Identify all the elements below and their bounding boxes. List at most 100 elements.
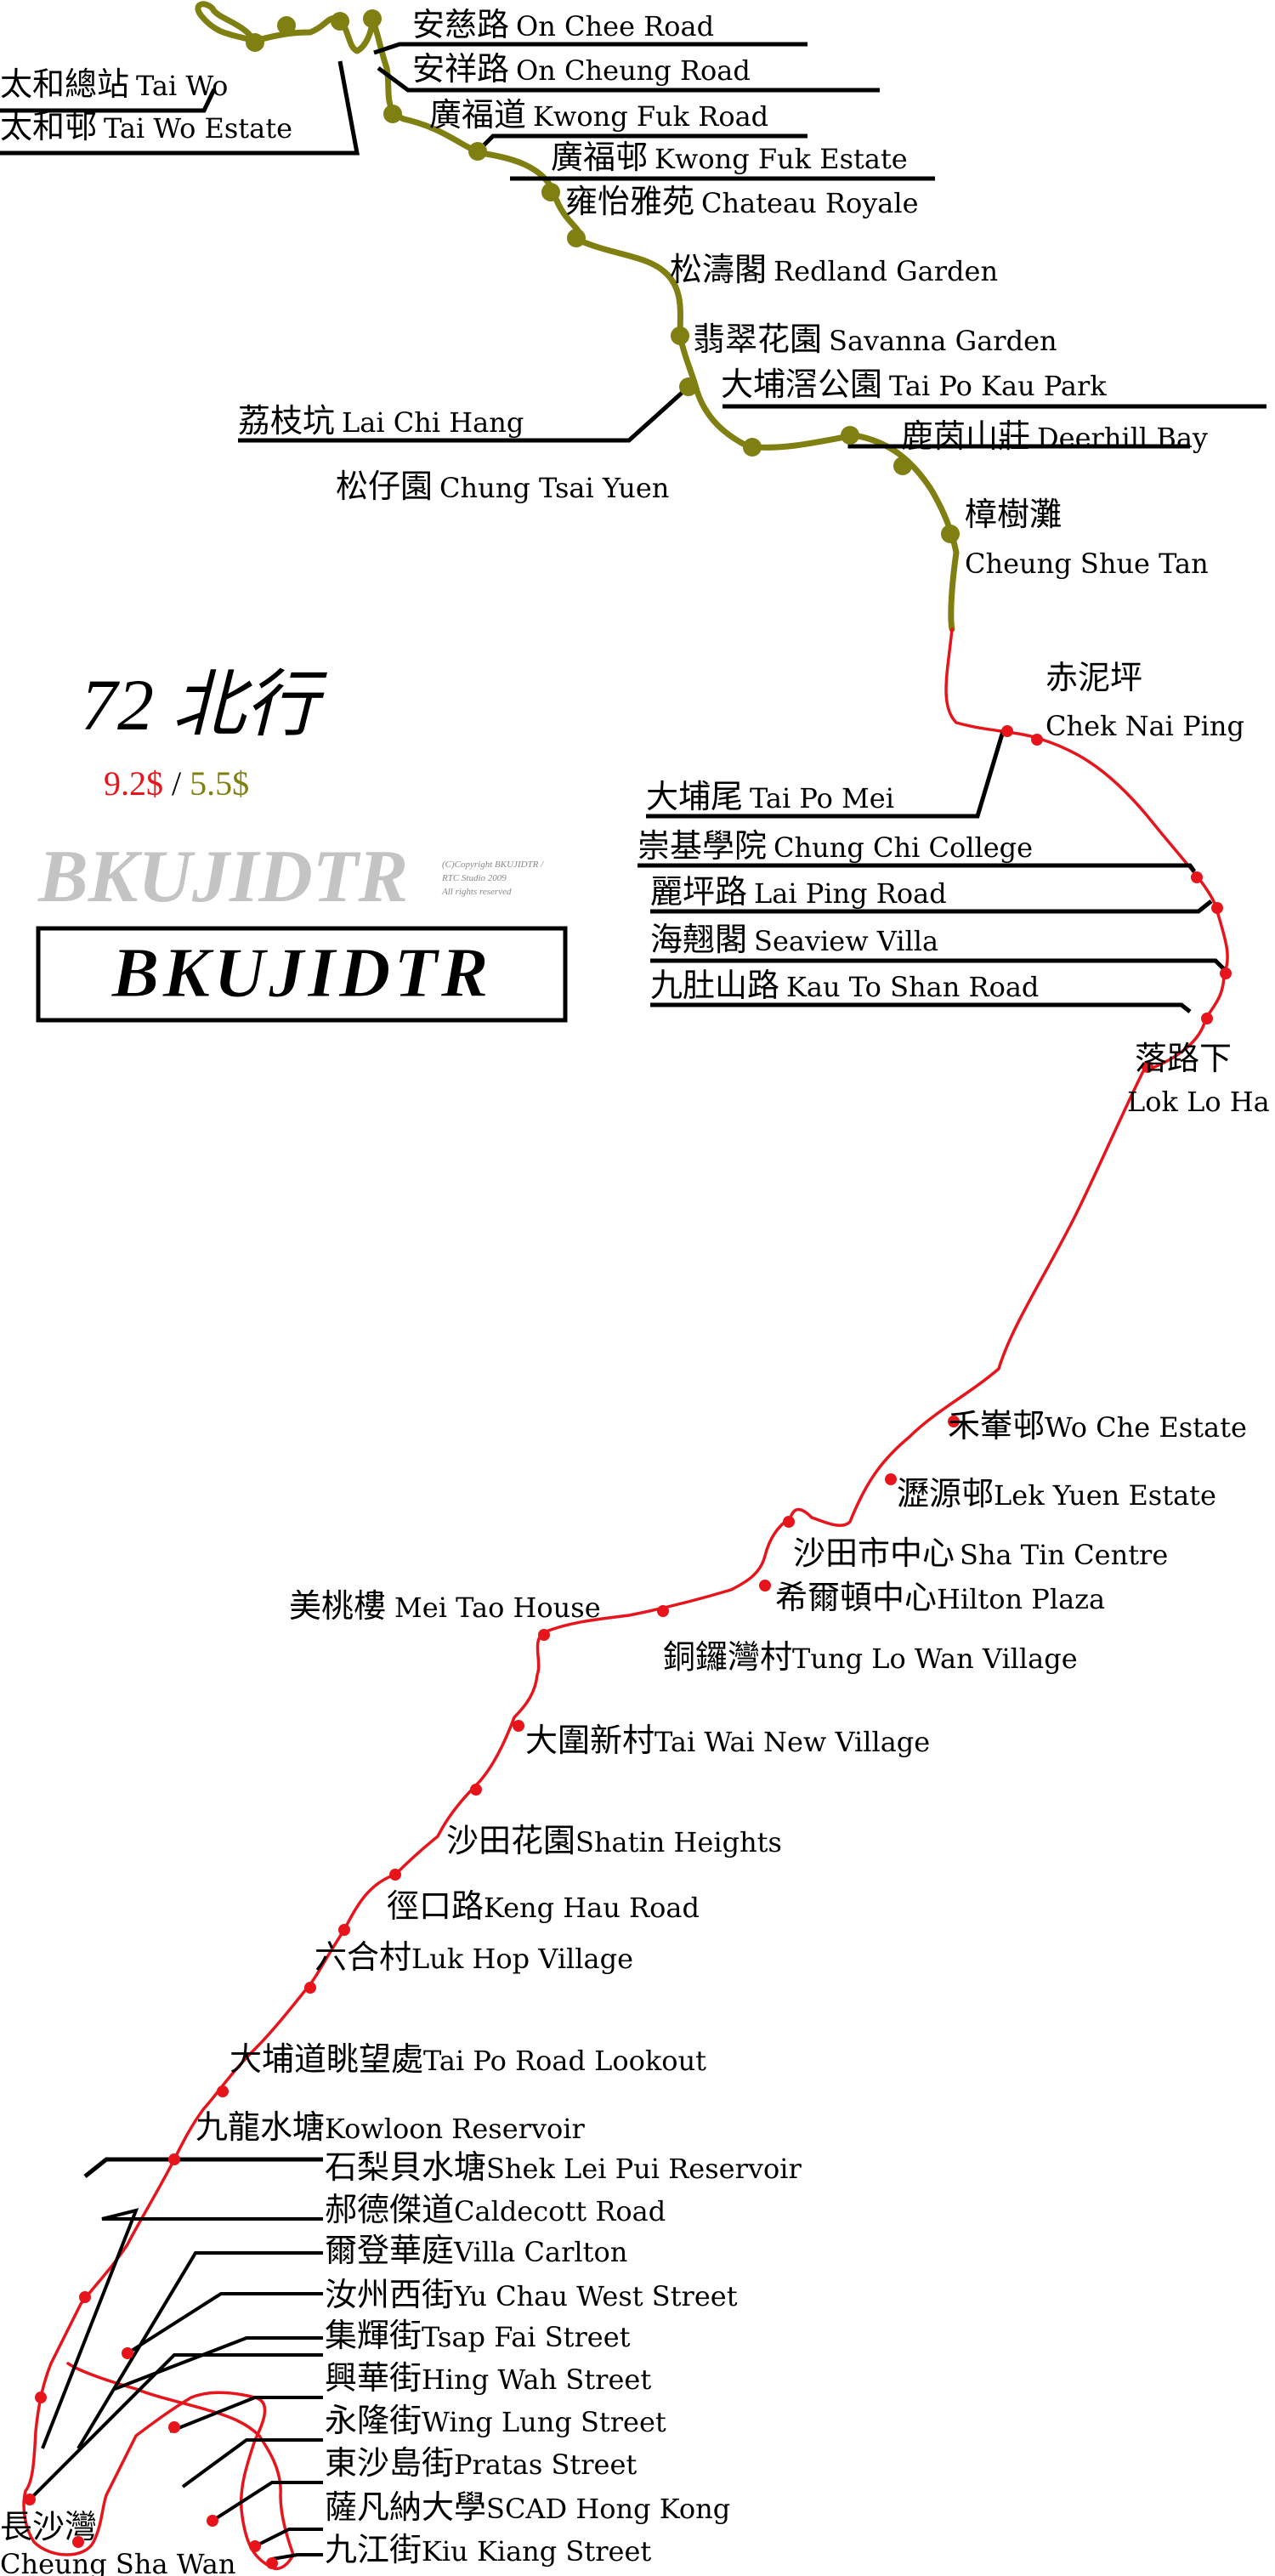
svg-text:BKUJIDTR: BKUJIDTR [110, 933, 491, 1013]
station-dot [885, 1473, 897, 1485]
station-dot [513, 1720, 524, 1732]
olive-route-line [195, 1, 960, 633]
fare-text: 9.2$ / 5.5$ [104, 764, 249, 803]
station-dot [1191, 871, 1203, 883]
station-dot [331, 12, 349, 31]
station-dot [122, 2347, 133, 2359]
leader-lai-chi-hang [238, 385, 690, 443]
station-dot [1220, 967, 1232, 979]
station-label: Chek Nai Ping [1046, 710, 1244, 742]
route-title: 72 北行 [81, 664, 327, 746]
logo: BKUJIDTR [36, 926, 568, 1023]
svg-text:(C)Copyright BKUJIDTR /: (C)Copyright BKUJIDTR / [442, 860, 544, 870]
station-label: 九龍水塘Kowloon Reservoir [196, 2108, 586, 2146]
station-label: 汝州西街Yu Chau West Street [325, 2276, 738, 2313]
station-dot [679, 377, 698, 396]
station-label: 銅鑼灣村Tung Lo Wan Village [663, 1638, 1078, 1676]
station-dot [266, 2557, 278, 2569]
station-dot [948, 1416, 960, 1427]
station-label: Cheung Shue Tan [965, 548, 1209, 580]
station-dot [841, 426, 859, 445]
leader-on-cheung [377, 65, 880, 93]
station-dot [671, 326, 689, 345]
station-dot [470, 1784, 482, 1796]
leader-tai-po-mei [646, 730, 1006, 819]
station-label: 赤泥坪 [1046, 659, 1142, 696]
station-dot [389, 1869, 401, 1881]
station-label: 石梨貝水塘Shek Lei Pui Reservoir [325, 2148, 802, 2186]
svg-text:All rights reserved: All rights reserved [441, 887, 512, 897]
station-dot [1001, 725, 1013, 737]
station-dot [304, 1982, 316, 1994]
station-label: 集輝街Tsap Fai Street [325, 2317, 631, 2354]
station-label: 爾登華庭Villa Carlton [325, 2232, 627, 2269]
station-label: 興華街Hing Wah Street [325, 2359, 651, 2397]
station-label: 落路下 [1135, 1040, 1232, 1077]
fare-olive: 5.5$ [190, 764, 249, 803]
station-label: Cheung Sha Wan [0, 2548, 235, 2576]
station-dot [249, 2540, 261, 2552]
station-label: 瀝源邨Lek Yuen Estate [897, 1475, 1216, 1512]
leader-chung-chi [638, 863, 1197, 873]
station-dot [893, 457, 912, 475]
station-dot [1142, 1061, 1153, 1073]
station-dot [1211, 902, 1223, 914]
station-dot [941, 525, 960, 543]
leader-lai-ping [650, 899, 1213, 914]
station-label: 永隆街Wing Lung Street [325, 2402, 666, 2439]
olive-station-dots [246, 9, 960, 543]
leader-seaview [650, 958, 1226, 971]
station-dot [383, 105, 402, 123]
station-dot [538, 1629, 550, 1641]
station-dot [207, 2515, 218, 2527]
station-dot [168, 2153, 180, 2165]
leader-on-chee [373, 42, 808, 55]
station-label: 徑口路Keng Hau Road [387, 1887, 700, 1925]
station-dot [783, 1516, 795, 1528]
leader-lines-red-section [28, 2208, 323, 2561]
station-label: 沙田花園Shatin Heights [446, 1822, 782, 1859]
station-label: 大埔道眺望處Tai Po Road Lookout [230, 2040, 706, 2078]
leader-shek-lei-pui [83, 2157, 323, 2178]
station-label: 希爾頓中心Hilton Plaza [775, 1579, 1105, 1616]
station-label: 九江街Kiu Kiang Street [325, 2531, 651, 2568]
station-dot [277, 16, 296, 35]
station-label: 東沙島街Pratas Street [325, 2444, 637, 2482]
station-dot [168, 2421, 180, 2433]
station-dot [743, 438, 762, 457]
station-dot [363, 9, 382, 28]
station-label: 郝德傑道Caldecott Road [325, 2191, 666, 2228]
station-label: 六合村Luk Hop Village [314, 1938, 633, 1976]
fare-red: 9.2$ [104, 764, 163, 803]
station-dot [35, 2392, 47, 2403]
station-dot [759, 1580, 771, 1592]
station-dot [217, 2085, 229, 2097]
station-dot [24, 2494, 36, 2505]
leader-kau-to-shan [650, 1002, 1192, 1013]
station-dot [468, 142, 487, 161]
station-dot [567, 229, 586, 247]
copyright-note: (C)Copyright BKUJIDTR / RTC Studio 2009 … [441, 860, 544, 897]
station-dot [338, 1924, 350, 1936]
station-dot [246, 33, 264, 52]
station-dot [72, 2536, 84, 2548]
